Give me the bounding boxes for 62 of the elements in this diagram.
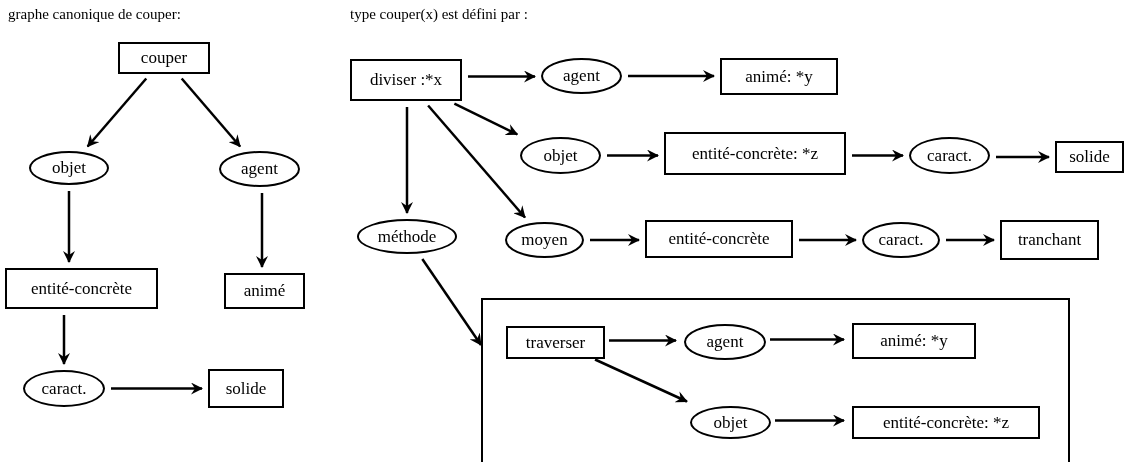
- node-label: caract.: [927, 145, 972, 166]
- concept-box: [1055, 141, 1124, 173]
- node-label: moyen: [521, 230, 568, 250]
- node-label: agent: [241, 159, 278, 179]
- heading: type couper(x) est défini par :: [350, 6, 528, 23]
- node-label: couper: [140, 48, 188, 68]
- arrow: [256, 193, 268, 268]
- node-label: objet: [52, 158, 86, 178]
- arrow: [427, 104, 526, 219]
- arrow: [86, 77, 148, 148]
- concept-box: [664, 132, 846, 175]
- node-label: solide: [225, 378, 267, 399]
- arrow: [609, 334, 677, 347]
- concept-box: [118, 42, 210, 74]
- concept-box: [208, 369, 284, 408]
- concept-box: [645, 220, 793, 258]
- arrow: [770, 333, 845, 346]
- node-label: animé: *y: [745, 66, 813, 87]
- arrow: [58, 315, 70, 365]
- arrow: [852, 149, 904, 162]
- concept-box: [506, 326, 605, 359]
- context-box: [481, 298, 1070, 462]
- node-label: diviser :*x: [369, 70, 443, 90]
- node-label: objet: [543, 145, 578, 166]
- node-label: entité-concrète: *z: [883, 412, 1009, 433]
- concept-box: [852, 323, 976, 359]
- node-label: méthode: [377, 226, 437, 247]
- node-label: tranchant: [1017, 230, 1082, 250]
- node-label: agent: [706, 332, 744, 352]
- arrow: [180, 77, 242, 148]
- node-label: entité-concrète: [31, 278, 132, 299]
- arrow: [628, 70, 715, 82]
- node-label: entité-concrète: *z: [692, 143, 818, 164]
- arrow: [775, 414, 845, 427]
- node-label: agent: [563, 66, 600, 86]
- node-label: traverser: [525, 332, 586, 353]
- concept-box: [852, 406, 1040, 439]
- heading: graphe canonique de couper:: [8, 6, 181, 23]
- arrow: [63, 191, 75, 263]
- concept-box: [720, 58, 838, 95]
- node-label: entité-concrète: [668, 229, 770, 249]
- arrow: [111, 382, 203, 395]
- arrow: [590, 234, 640, 246]
- node-label: solide: [1069, 147, 1110, 167]
- arrow: [946, 234, 995, 246]
- concept-box: [1000, 220, 1099, 260]
- concept-box: [5, 268, 158, 309]
- arrow: [453, 102, 519, 136]
- arrow: [421, 258, 483, 346]
- arrow: [996, 151, 1050, 163]
- arrow: [607, 149, 659, 162]
- concept-box: [350, 59, 462, 101]
- arrow: [468, 70, 536, 83]
- arrow: [401, 107, 413, 214]
- node-label: caract.: [878, 230, 924, 250]
- arrow: [799, 234, 857, 246]
- node-label: animé: *y: [880, 331, 948, 351]
- arrow: [594, 358, 688, 403]
- node-label: animé: [243, 281, 286, 301]
- node-label: caract.: [41, 378, 87, 399]
- node-label: objet: [713, 412, 748, 433]
- concept-box: [224, 273, 305, 309]
